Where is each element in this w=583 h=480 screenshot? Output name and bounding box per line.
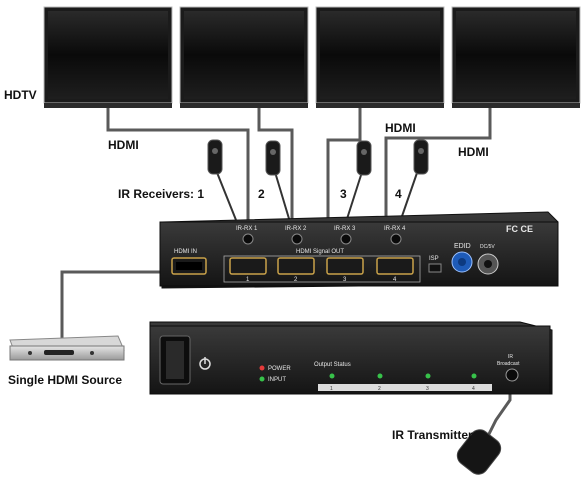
splitter-rear-panel xyxy=(159,211,559,289)
output-led-4 xyxy=(471,373,477,379)
hdmi-in-label: HDMI IN xyxy=(174,249,197,255)
output-led-2 xyxy=(377,373,383,379)
ir-rx-3-label: IR-RX 3 xyxy=(334,226,356,232)
output-status-label: Output Status xyxy=(314,362,351,368)
edid-label: EDID xyxy=(454,243,471,250)
ir-rx-1-jack xyxy=(242,233,254,245)
hdmi-label-1: HDMI xyxy=(108,138,139,152)
hdmi-out-number-2: 2 xyxy=(294,277,298,283)
hdtv-3 xyxy=(315,6,445,108)
ir-receiver-2 xyxy=(265,140,291,223)
output-led-3 xyxy=(425,373,431,379)
input-led-label: INPUT xyxy=(268,377,286,383)
ir-receiver-number-2: 2 xyxy=(258,187,265,201)
hdmi-out-number-1: 1 xyxy=(246,277,250,283)
ir-rx-1-label: IR-RX 1 xyxy=(236,226,258,232)
hdmi-cable-2 xyxy=(257,108,294,258)
ir-broadcast-jack xyxy=(505,368,519,382)
hdmi-label-2: HDMI xyxy=(385,121,416,135)
ir-rx-4-label: IR-RX 4 xyxy=(384,226,406,232)
splitter-front-panel xyxy=(149,321,553,395)
output-led-1 xyxy=(329,373,335,379)
hdmi-out-port-1 xyxy=(229,257,267,275)
ir-receiver-number-3: 3 xyxy=(340,187,347,201)
hdmi-cable-1 xyxy=(106,108,250,258)
ir-broadcast-label-top: IR xyxy=(508,354,513,360)
hdtv-label: HDTV xyxy=(4,88,37,102)
ir-transmitter xyxy=(456,429,502,475)
ir-rx-3-jack xyxy=(340,233,352,245)
power-led-label: POWER xyxy=(268,366,291,372)
hdmi-out-frame xyxy=(223,255,421,283)
ir-receivers-label: IR Receivers: 1 xyxy=(118,187,204,201)
hdmi-cable-3 xyxy=(326,108,362,258)
status-number-2: 2 xyxy=(378,386,381,392)
ir-receiver-1 xyxy=(207,139,237,221)
hdmi-out-number-4: 4 xyxy=(393,277,397,283)
ir-broadcast-label-bottom: Broadcast xyxy=(497,361,520,367)
hdmi-signal-out-label: HDMI Signal OUT xyxy=(296,249,344,255)
dc-label: DC/5V xyxy=(480,244,495,250)
output-status-bar xyxy=(318,384,492,391)
certification-marks: FC CE xyxy=(506,224,533,234)
ir-receiver-3 xyxy=(345,140,372,223)
hdmi-out-port-4 xyxy=(376,257,414,275)
hdmi-out-port-2 xyxy=(277,257,315,275)
hdtv-4 xyxy=(451,6,581,108)
ir-receiver-number-4: 4 xyxy=(395,187,402,201)
hdmi-source-device xyxy=(9,335,125,361)
ir-rx-2-label: IR-RX 2 xyxy=(285,226,307,232)
hdmi-out-number-3: 3 xyxy=(343,277,347,283)
hdmi-out-port-3 xyxy=(326,257,364,275)
hdtv-1 xyxy=(43,6,173,108)
ir-receiver-4 xyxy=(399,139,429,223)
hdmi-cable-4 xyxy=(384,108,492,258)
status-number-4: 4 xyxy=(472,386,475,392)
hdtv-2 xyxy=(179,6,309,108)
ir-transmitter-label: IR Transmitter xyxy=(392,428,473,442)
isp-port xyxy=(428,263,442,273)
ir-rx-2-jack xyxy=(291,233,303,245)
isp-label: ISP xyxy=(429,256,439,262)
status-number-3: 3 xyxy=(426,386,429,392)
hdmi-label-3: HDMI xyxy=(458,145,489,159)
input-led xyxy=(259,376,265,382)
power-icon xyxy=(199,357,211,370)
power-led xyxy=(259,365,265,371)
status-number-1: 1 xyxy=(330,386,333,392)
ir-rx-4-jack xyxy=(390,233,402,245)
hdmi-source-label: Single HDMI Source xyxy=(8,373,122,387)
